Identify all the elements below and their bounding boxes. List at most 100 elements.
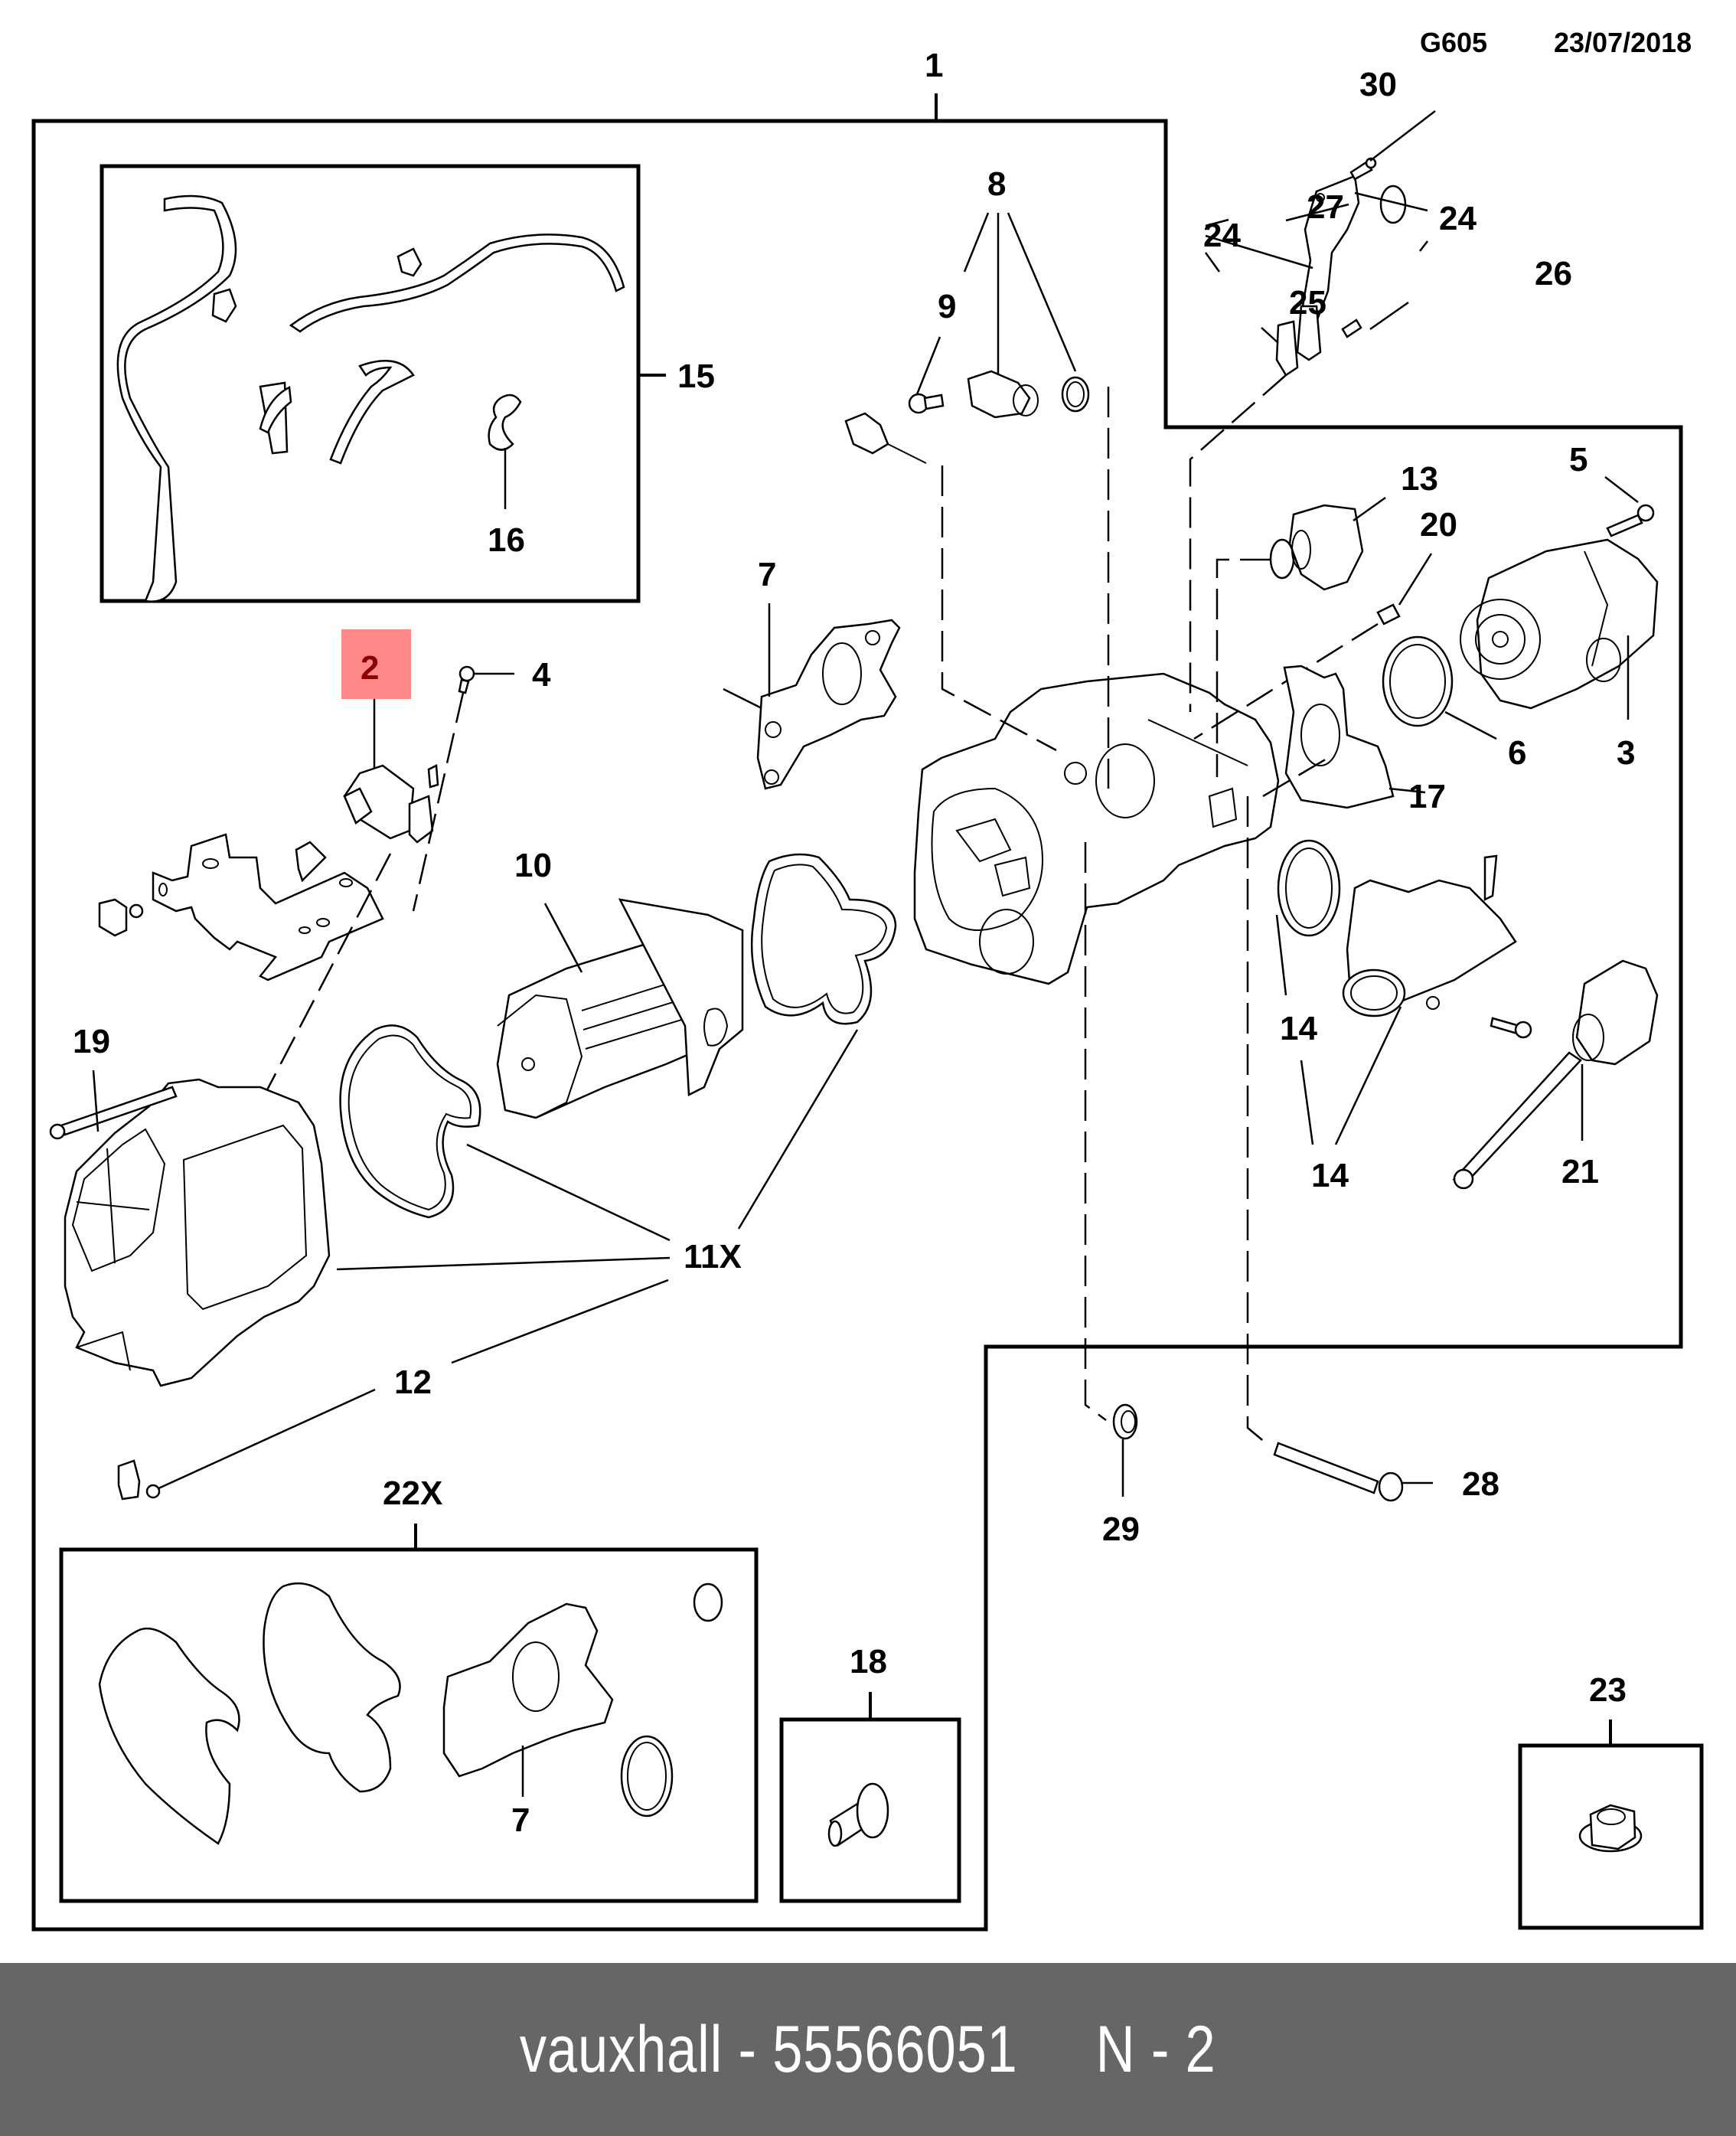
- leader-8c: [1007, 212, 1077, 372]
- axis-connector: [941, 465, 1057, 752]
- leader-24b: [1205, 234, 1313, 269]
- leader-8a: [963, 212, 990, 273]
- callout-14-lower: 14: [1311, 1157, 1349, 1194]
- cooler-flange-gasket: [618, 898, 744, 1096]
- footer-banner: vauxhall - 55566051 N - 2: [0, 1963, 1736, 2136]
- leader-6: [1444, 710, 1497, 740]
- callout-16: 16: [488, 521, 525, 559]
- axis-29: [1084, 842, 1107, 1422]
- axis-20: [1193, 622, 1379, 740]
- footer-text: vauxhall - 55566051 N - 2: [520, 2012, 1216, 2086]
- screw-part-4: [458, 665, 475, 694]
- oring-part-6: [1382, 635, 1454, 727]
- leader-10: [543, 903, 583, 973]
- leader-26: [1369, 301, 1409, 331]
- callout-21: 21: [1561, 1153, 1599, 1190]
- leader-14b: [1300, 1060, 1314, 1145]
- sensor-part-2: [343, 764, 439, 844]
- leader-24a: [1205, 218, 1229, 227]
- callout-4: 4: [532, 656, 551, 694]
- axis-4: [412, 692, 465, 912]
- callout-13: 13: [1401, 460, 1438, 498]
- leader-25: [1261, 327, 1279, 344]
- callout-28: 28: [1462, 1465, 1499, 1503]
- callout-2[interactable]: 2: [361, 649, 379, 687]
- callout-7: 7: [758, 556, 776, 593]
- seal-part-14: [1277, 839, 1341, 937]
- bolt-part-5: [1606, 504, 1655, 537]
- leader-9: [915, 336, 941, 395]
- leader-27: [1285, 203, 1349, 222]
- callout-24-left: 24: [1203, 217, 1241, 254]
- axis-2: [251, 853, 392, 1119]
- axis-24: [1189, 374, 1287, 712]
- bolt-part-19: [49, 1086, 178, 1140]
- assembly-frame: [31, 119, 1683, 1932]
- leader-24d: [1354, 191, 1428, 212]
- egr-cooler-housing: [64, 1078, 331, 1387]
- leader-11x-a: [466, 1143, 671, 1242]
- diagram-date: 23/07/2018: [1554, 27, 1692, 58]
- callout-7-kit: 7: [511, 1801, 530, 1839]
- kit-gasket-a: [98, 1627, 240, 1845]
- egr-valve-part-3: [1460, 538, 1659, 710]
- leader-11x-b: [336, 1256, 671, 1271]
- leader-7b: [723, 688, 762, 710]
- leader-17: [1388, 787, 1426, 794]
- axis-17: [1262, 756, 1329, 798]
- kit-box-15: [100, 164, 641, 603]
- callout-30: 30: [1359, 66, 1397, 103]
- kit-box-22x: [59, 1547, 759, 1903]
- callout-22x: 22X: [383, 1475, 442, 1512]
- callout-5: 5: [1569, 441, 1588, 478]
- callout-25: 25: [1289, 284, 1326, 322]
- actuator-part-13: [1269, 504, 1364, 591]
- leader-19: [92, 1070, 100, 1132]
- callout-6: 6: [1508, 734, 1526, 772]
- gasket-part-17: [1283, 665, 1395, 809]
- highlight-part-2[interactable]: [341, 629, 411, 699]
- sensor-part-21: [1452, 959, 1659, 1190]
- leader-14c: [1334, 1006, 1402, 1145]
- kit-oring-small: [693, 1582, 723, 1622]
- axis-28: [1246, 796, 1271, 1448]
- bolt-part-28: [1273, 1442, 1404, 1502]
- gasket-part-7: [756, 619, 901, 790]
- kit-oring-large: [620, 1735, 674, 1818]
- callout-9: 9: [938, 288, 956, 325]
- callout-19: 19: [73, 1023, 110, 1060]
- callout-1: 1: [925, 47, 943, 84]
- nut-part-12: [117, 1459, 161, 1501]
- leader-12a: [451, 1279, 669, 1364]
- callout-24-right: 24: [1439, 200, 1477, 237]
- callout-14-upper: 14: [1280, 1010, 1317, 1047]
- leader-13: [1353, 496, 1386, 522]
- callout-17: 17: [1408, 778, 1446, 815]
- nut-part-29: [1112, 1403, 1138, 1440]
- stud-part-20: [1376, 603, 1401, 625]
- callout-10: 10: [514, 847, 552, 884]
- callout-18: 18: [850, 1643, 887, 1680]
- kit-gasket-b: [263, 1582, 401, 1793]
- leader-30: [1369, 110, 1436, 162]
- leader-24c: [1204, 252, 1221, 273]
- callout-11x: 11X: [684, 1238, 742, 1275]
- hose-set: [116, 194, 625, 603]
- diagram-code: G605: [1420, 27, 1487, 58]
- callout-12: 12: [394, 1364, 432, 1401]
- leader-12b: [156, 1388, 376, 1491]
- bolt-part-30: [1349, 157, 1377, 181]
- nut-part-23: [1578, 1804, 1643, 1853]
- callout-20: 20: [1420, 506, 1457, 544]
- callout-29: 29: [1102, 1511, 1140, 1548]
- plug-part-18: [827, 1782, 889, 1847]
- sensor-part-8: [967, 370, 1090, 419]
- callout-3: 3: [1617, 734, 1635, 772]
- axis-13: [1216, 558, 1271, 777]
- screw-part-14: [1490, 1017, 1532, 1039]
- gasket-11x-b: [750, 853, 897, 1025]
- leader-11x-c: [737, 1029, 859, 1230]
- clip-nut: [98, 898, 144, 937]
- callout-8: 8: [987, 165, 1006, 203]
- gasket-11x-a: [339, 1024, 481, 1219]
